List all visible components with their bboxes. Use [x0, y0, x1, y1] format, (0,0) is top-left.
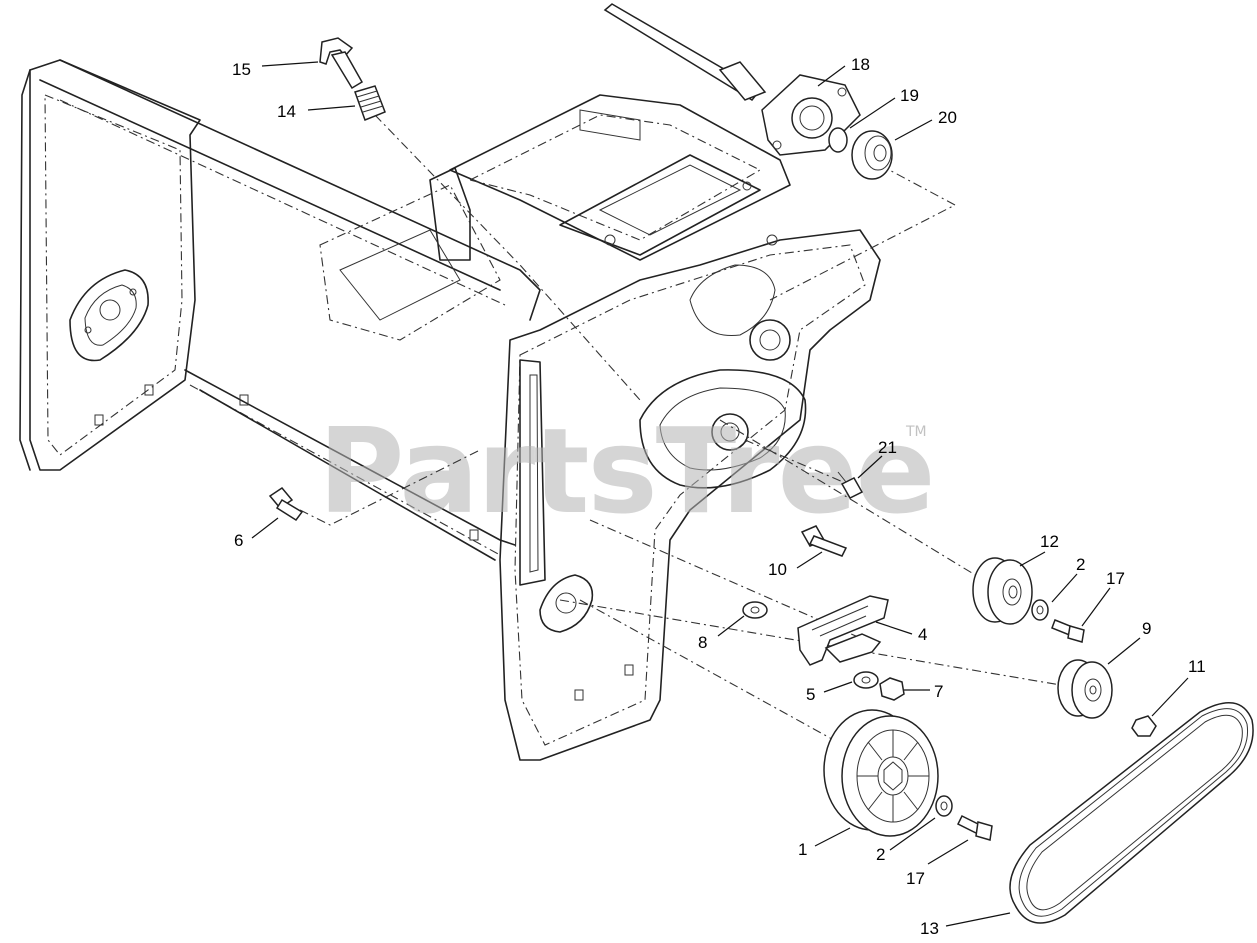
callout-labels: 15 14 18 19 20 21 6 10 12 2 17 9 4 8 5 7… [232, 55, 1206, 938]
part-washer-5 [853, 671, 879, 689]
auger-housing-frame [19, 59, 881, 761]
callout-18: 18 [851, 55, 870, 74]
part-bolt-17-lower [956, 814, 993, 841]
part-retaining-ring [828, 127, 848, 153]
callout-4: 4 [918, 625, 927, 644]
part-shaft [603, 3, 767, 101]
callout-14: 14 [277, 102, 296, 121]
part-drive-pulley [823, 709, 939, 837]
part-bearing [851, 130, 893, 180]
part-idler-pulley-12 [972, 557, 1033, 625]
part-drive-belt [1009, 701, 1254, 924]
watermark-text: PartsTree [318, 402, 934, 540]
callout-19: 19 [900, 86, 919, 105]
part-clip [319, 37, 364, 90]
part-bolt-17-upper [1051, 619, 1085, 643]
callout-2-lower: 2 [876, 845, 885, 864]
callout-17-lower: 17 [906, 869, 925, 888]
part-screw-21 [837, 471, 864, 499]
part-bolt-6 [268, 487, 304, 522]
part-idler-bracket [797, 595, 889, 666]
part-washer-upper [1031, 599, 1049, 621]
callout-8: 8 [698, 633, 707, 652]
callout-15: 15 [232, 60, 251, 79]
callout-21: 21 [878, 438, 897, 457]
part-washer-8 [742, 601, 768, 619]
part-idler-pulley-9 [1057, 659, 1113, 719]
callout-9: 9 [1142, 619, 1151, 638]
part-spring [354, 85, 386, 121]
callout-10: 10 [768, 560, 787, 579]
callout-7: 7 [934, 682, 943, 701]
callout-2-upper: 2 [1076, 555, 1085, 574]
leader-lines [251, 61, 1189, 927]
part-washer-lower [935, 795, 953, 817]
callout-20: 20 [938, 108, 957, 127]
part-nut-7 [879, 677, 905, 701]
callout-13: 13 [920, 919, 939, 938]
part-nut-11 [1131, 715, 1157, 737]
callout-6: 6 [234, 531, 243, 550]
callout-11: 11 [1188, 657, 1206, 676]
callout-1: 1 [798, 840, 807, 859]
callout-5: 5 [806, 685, 815, 704]
part-bolt-10 [800, 525, 848, 557]
callout-12: 12 [1040, 532, 1059, 551]
watermark-trademark: TM [905, 424, 927, 440]
callout-17-upper: 17 [1106, 569, 1125, 588]
